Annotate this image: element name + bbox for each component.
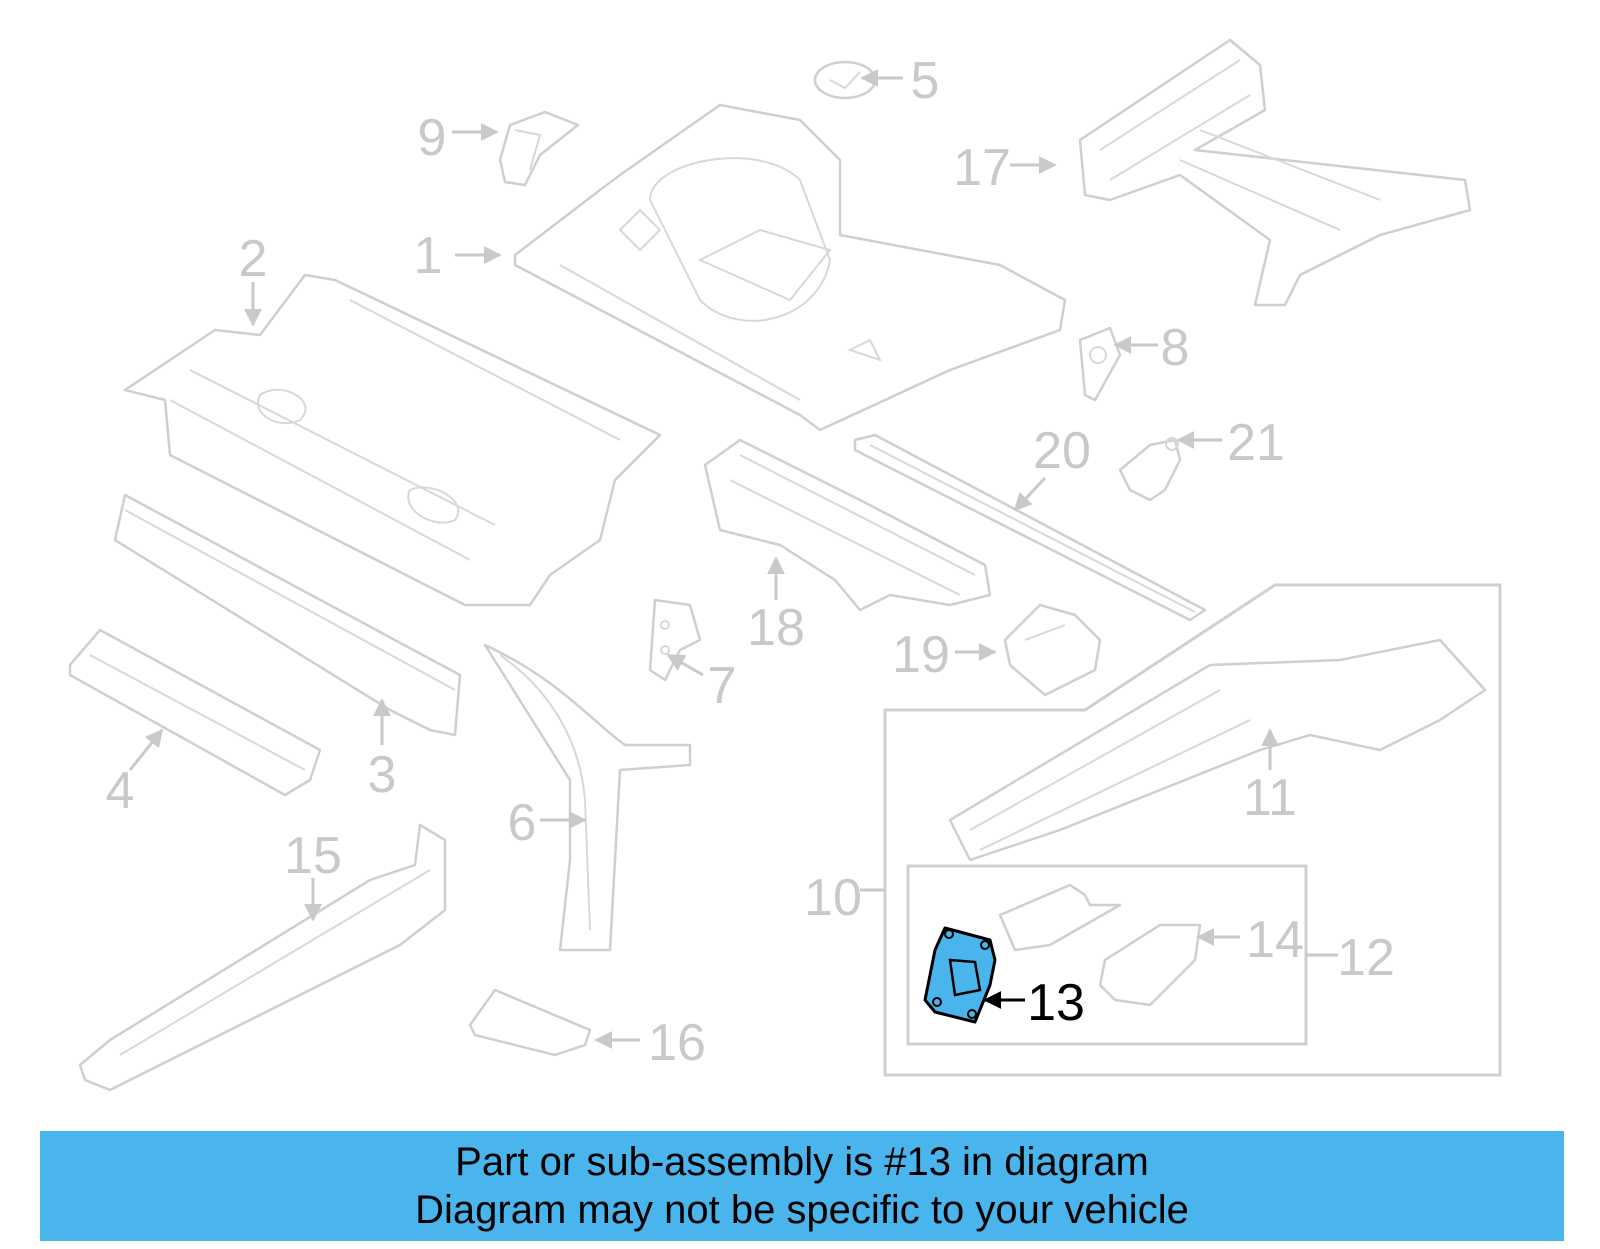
banner-line-2: Diagram may not be specific to your vehi… xyxy=(415,1188,1189,1232)
part-2-front-floor-pan xyxy=(123,273,662,607)
callout-4: 4 xyxy=(106,762,135,820)
part-19-bracket xyxy=(1003,603,1102,697)
callout-20: 20 xyxy=(1033,422,1091,480)
callout-7: 7 xyxy=(708,657,737,715)
callout-11: 11 xyxy=(1243,769,1297,827)
callout-21: 21 xyxy=(1227,414,1285,472)
banner-line-1: Part or sub-assembly is #13 in diagram xyxy=(455,1140,1149,1184)
part-14-extension xyxy=(1098,923,1202,1007)
part-13-plate-highlighted xyxy=(923,926,997,1024)
callout-17: 17 xyxy=(953,139,1011,197)
part-1-rear-floor-pan xyxy=(513,103,1067,432)
part-21-bracket xyxy=(1118,437,1182,502)
part-12-bracket xyxy=(998,883,1122,952)
callout-14: 14 xyxy=(1246,911,1304,969)
callout-18: 18 xyxy=(747,599,805,657)
part-9-bracket xyxy=(498,110,580,187)
callout-16: 16 xyxy=(648,1014,706,1072)
callout-1: 1 xyxy=(414,227,443,285)
callout-2: 2 xyxy=(239,230,268,288)
part-5-plug xyxy=(813,60,877,100)
part-11-rear-side-member xyxy=(948,638,1487,862)
part-20-rail xyxy=(853,433,1207,622)
leader-4 xyxy=(128,728,164,771)
part-3-rail xyxy=(113,493,462,737)
callout-5: 5 xyxy=(911,52,940,110)
part-6-pillar xyxy=(483,643,692,952)
leader-20 xyxy=(1013,476,1047,512)
part-16-bracket xyxy=(468,988,592,1057)
callout-3: 3 xyxy=(368,746,397,804)
callout-9: 9 xyxy=(418,109,447,167)
callout-15: 15 xyxy=(284,827,342,885)
part-8-gusset xyxy=(1078,326,1122,402)
callout-10: 10 xyxy=(804,869,862,927)
part-17-rear-crossmember xyxy=(1078,38,1472,307)
part-4-crossmember xyxy=(68,628,322,797)
callout-6: 6 xyxy=(508,794,537,852)
callout-19: 19 xyxy=(892,626,950,684)
leader-7 xyxy=(666,653,704,677)
part-18-wheelhouse xyxy=(703,438,992,612)
parts-diagram: 1 2 3 4 5 6 7 8 9 10 11 12 13 14 15 16 1… xyxy=(68,38,1502,1092)
info-banner: Part or sub-assembly is #13 in diagram D… xyxy=(40,1131,1564,1241)
part-10-group-box xyxy=(883,583,1502,1077)
part-7-bracket xyxy=(648,598,702,682)
callout-12: 12 xyxy=(1337,929,1395,987)
callout-13: 13 xyxy=(1027,974,1085,1032)
part-15-side-member xyxy=(78,823,447,1092)
callout-8: 8 xyxy=(1161,319,1190,377)
